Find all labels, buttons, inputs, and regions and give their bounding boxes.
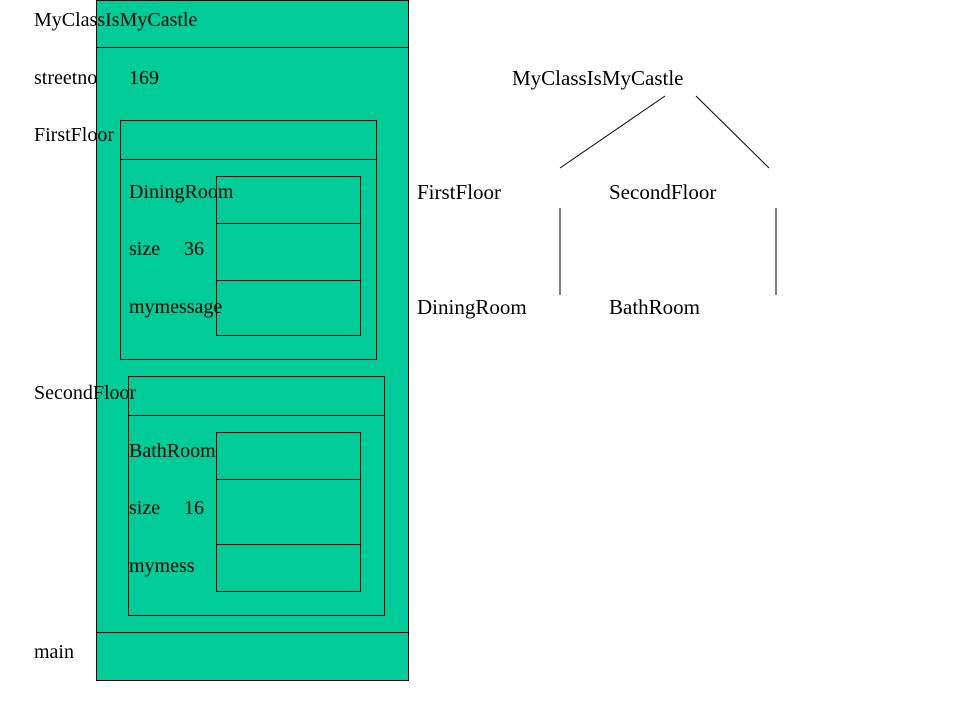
memory-column xyxy=(96,0,409,681)
tree-second-floor-label: SecondFloor xyxy=(609,180,717,204)
main-divider xyxy=(96,632,409,633)
bath-message-label: mymess xyxy=(129,555,195,577)
bath-room-divider-2 xyxy=(216,544,361,545)
second-floor-divider xyxy=(128,415,385,416)
first-floor-divider xyxy=(120,159,377,160)
tree-bath-room-label: BathRoom xyxy=(609,295,701,319)
dining-room-box xyxy=(216,176,361,336)
first-floor-label: FirstFloor xyxy=(34,124,115,146)
second-floor-label: SecondFloor xyxy=(34,382,137,404)
bath-room-label: BathRoom xyxy=(129,440,216,462)
tree-dining-room-label: DiningRoom xyxy=(417,295,527,319)
bath-size-label: size xyxy=(129,497,161,519)
streetno-value: 169 xyxy=(129,67,159,89)
edge-root-first-floor xyxy=(559,95,666,169)
bath-room-divider-1 xyxy=(216,479,361,480)
second-floor-frame xyxy=(128,376,385,616)
tree-first-floor-label: FirstFloor xyxy=(417,180,502,204)
tree-root-label: MyClassIsMyCastle xyxy=(512,66,684,90)
dining-size-label: size xyxy=(129,238,161,260)
dining-size-value: 36 xyxy=(184,238,204,260)
class-name-label: MyClassIsMyCastle xyxy=(34,9,198,31)
dining-room-divider-2 xyxy=(216,280,361,281)
dining-message-label: mymessage xyxy=(129,296,223,318)
edge-root-second-floor xyxy=(695,95,770,169)
streetno-label: streetno xyxy=(34,67,98,89)
first-floor-frame xyxy=(120,120,377,360)
bath-size-value: 16 xyxy=(184,497,204,519)
dining-room-divider-1 xyxy=(216,223,361,224)
main-label: main xyxy=(34,641,74,663)
dining-room-label: DiningRoom xyxy=(129,181,234,203)
class-header-divider xyxy=(96,47,409,48)
bath-room-box xyxy=(216,432,361,592)
